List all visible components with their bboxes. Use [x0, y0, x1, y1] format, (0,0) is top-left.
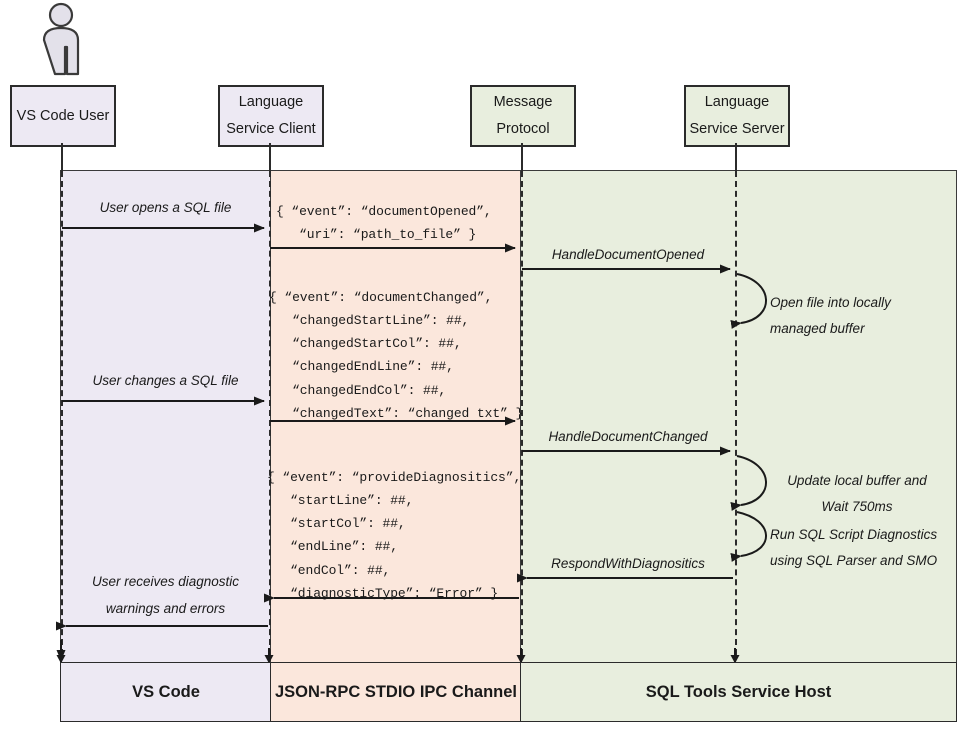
footer-label: JSON-RPC STDIO IPC Channel — [274, 682, 518, 701]
participant-label-line1: VS Code User — [16, 107, 110, 124]
lifeline-stub-protocol — [521, 143, 523, 171]
lifeline-user — [61, 171, 63, 655]
lifeline-stub-client — [269, 143, 271, 171]
json-line: “diagnosticType”: “Error” } — [267, 585, 499, 601]
note-run-diagnostics: Run SQL Script Diagnostics using SQL Par… — [770, 522, 937, 575]
participant-label-line1: Language — [238, 94, 304, 111]
participant-label-line2: Service Client — [226, 121, 316, 137]
lane-service-host — [520, 170, 957, 663]
participant-label-line1: Message — [493, 94, 553, 111]
json-payload-provide-diagnostics: { “event”: “provideDiagnositics”, “start… — [267, 466, 521, 605]
lifeline-server — [735, 171, 737, 655]
participant-label-line2: Protocol — [496, 121, 550, 137]
note-line2: using SQL Parser and SMO — [770, 553, 938, 569]
actor-person-icon — [30, 2, 92, 80]
note-line1: Run SQL Script Diagnostics — [770, 527, 938, 542]
note-update-wait: Update local buffer and Wait 750ms — [770, 468, 944, 521]
lifeline-stub-user — [61, 143, 63, 171]
json-line: “uri”: “path_to_file” } — [276, 227, 477, 243]
message-label-user-changes: User changes a SQL file — [92, 373, 239, 388]
footer-band-vs-code[interactable]: VS Code — [60, 662, 272, 722]
json-line: { “event”: “documentChanged”, — [269, 290, 493, 305]
json-line: “startCol”: ##, — [267, 516, 406, 532]
json-line: “startLine”: ##, — [267, 493, 414, 509]
json-line: “endCol”: ##, — [267, 562, 391, 578]
note-line2: Wait 750ms — [821, 499, 893, 515]
message-label-user-receives-line2: warnings and errors — [105, 601, 226, 616]
json-payload-document-changed: { “event”: “documentChanged”, “changedSt… — [269, 286, 523, 425]
message-label-handle-document-changed: HandleDocumentChanged — [548, 429, 708, 444]
json-payload-document-opened: { “event”: “documentOpened”, “uri”: “pat… — [276, 200, 492, 246]
json-line: “endLine”: ##, — [267, 539, 398, 555]
lifeline-client — [269, 171, 271, 655]
message-label-handle-document-opened: HandleDocumentOpened — [551, 247, 705, 262]
lane-ipc-channel — [270, 170, 522, 663]
note-line1: Open file into locally — [770, 295, 891, 310]
json-line: { “event”: “provideDiagnositics”, — [267, 470, 522, 485]
footer-band-ipc-channel[interactable]: JSON-RPC STDIO IPC Channel — [270, 662, 522, 722]
note-line2: managed buffer — [770, 321, 865, 337]
json-line: “changedStartCol”: ##, — [269, 336, 462, 352]
json-line: “changedStartLine”: ##, — [269, 313, 470, 329]
participant-box-client[interactable]: Language Service Client — [218, 85, 324, 147]
json-line: “changedEndLine”: ##, — [269, 359, 454, 375]
participant-box-protocol[interactable]: Message Protocol — [470, 85, 576, 147]
footer-band-service-host[interactable]: SQL Tools Service Host — [520, 662, 957, 722]
note-line1: Update local buffer and — [787, 473, 927, 488]
footer-label: VS Code — [132, 682, 200, 701]
lifeline-protocol — [521, 171, 523, 655]
json-line: { “event”: “documentOpened”, — [276, 204, 492, 219]
lifeline-stub-server — [735, 143, 737, 171]
note-open-buffer: Open file into locally managed buffer — [770, 290, 891, 343]
json-line: “changedText”: “changed txt” } — [269, 405, 524, 421]
participant-label-line1: Language — [704, 94, 770, 111]
participant-label-line2: Service Server — [689, 121, 785, 137]
json-line: “changedEndCol”: ##, — [269, 382, 447, 398]
lane-vs-code — [60, 170, 272, 663]
footer-label: SQL Tools Service Host — [645, 682, 832, 701]
message-label-respond-with-diagnostics: RespondWithDiagnositics — [551, 556, 705, 571]
participant-box-server[interactable]: Language Service Server — [684, 85, 790, 147]
message-label-user-opens: User opens a SQL file — [99, 200, 232, 215]
participant-box-user[interactable]: VS Code User — [10, 85, 116, 147]
message-label-user-receives-line1: User receives diagnostic — [91, 574, 240, 589]
